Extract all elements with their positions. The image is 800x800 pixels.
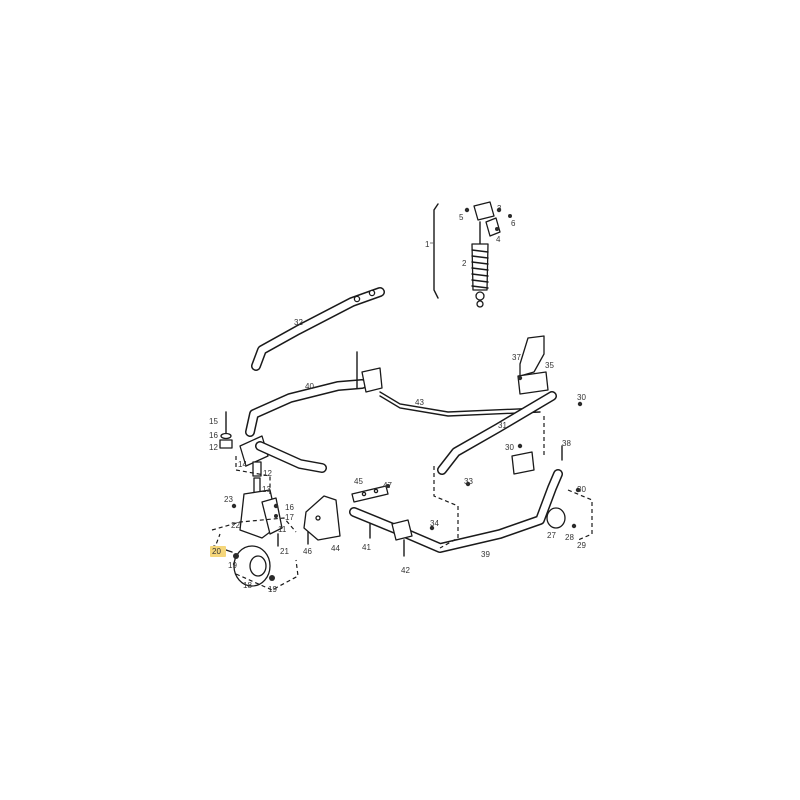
frame-clip: [391, 519, 413, 541]
nut-17: [274, 514, 278, 518]
washer-16: [220, 432, 232, 440]
callout-29: 29: [577, 541, 586, 550]
callout-37: 37: [512, 353, 521, 362]
callout-32: 32: [294, 318, 303, 327]
bracket-45: [351, 484, 390, 503]
callout-4: 4: [496, 235, 501, 244]
bushing-12: [252, 461, 262, 477]
bolt-37: [517, 375, 523, 381]
bracket-hole: [373, 488, 379, 494]
bracket-hole: [361, 491, 367, 497]
callout-44: 44: [331, 544, 340, 553]
lever-hole: [353, 295, 361, 303]
wheel-hub: [249, 555, 267, 577]
bolt-3: [496, 207, 502, 213]
bolt-23: [231, 503, 237, 509]
callout-15: 15: [209, 417, 218, 426]
wheel-nut-19: [233, 553, 239, 559]
pedal-35: [517, 335, 549, 395]
callout-30c: 30: [577, 485, 586, 494]
shaft-assembly: [219, 411, 327, 495]
lever-hole: [368, 289, 376, 297]
callout-42: 42: [401, 566, 410, 575]
callout-12b: 12: [263, 469, 272, 478]
callout-31: 31: [498, 421, 507, 430]
nut-12: [219, 439, 233, 449]
callout-38: 38: [562, 439, 571, 448]
bushing-block: [511, 451, 535, 475]
bracket-44: [303, 495, 341, 545]
callout-5: 5: [459, 213, 464, 222]
assembly-guide-lines: [211, 416, 593, 591]
callout-12a: 12: [209, 443, 218, 452]
callout-21: 21: [280, 547, 289, 556]
frame-bar-40: [245, 351, 383, 437]
clevis-part: [473, 201, 495, 221]
callout-23: 23: [224, 495, 233, 504]
bolt-5: [464, 207, 470, 213]
callout-47: 47: [383, 481, 392, 490]
callout-16a: 16: [209, 431, 218, 440]
bolt-16: [273, 503, 279, 509]
bolt-34: [429, 525, 435, 531]
callout-17: 17: [285, 513, 294, 522]
group-bracket: [433, 203, 439, 299]
spring-coils: [471, 249, 489, 289]
callout-35: 35: [545, 361, 554, 370]
callout-20: 20: [212, 547, 221, 556]
nut-4: [495, 227, 499, 231]
washer-6: [508, 214, 512, 218]
callout-41: 41: [362, 543, 371, 552]
wheel-nut-19: [269, 575, 275, 581]
bolt-33: [465, 481, 471, 487]
bolt-30: [575, 487, 581, 493]
callout-40: 40: [305, 382, 314, 391]
callout-28: 28: [565, 533, 574, 542]
callout-6: 6: [511, 219, 516, 228]
wheel-bracket: [231, 489, 283, 547]
axle-bar-31: [437, 391, 557, 475]
pedal-plate: [517, 371, 549, 395]
right-bushings: [429, 375, 583, 531]
bolt-28: [571, 523, 577, 529]
callout-19b: 19: [268, 585, 277, 594]
callout-45: 45: [354, 477, 363, 486]
bracket-hole: [315, 515, 321, 521]
callout-34: 34: [430, 519, 439, 528]
spring-assembly: [430, 201, 512, 308]
highlight-part-20: [210, 546, 226, 557]
bushing-27: [546, 507, 566, 529]
callout-39: 39: [481, 550, 490, 559]
callout-14: 14: [238, 460, 247, 469]
callout-30b: 30: [505, 443, 514, 452]
callout-2: 2: [462, 259, 467, 268]
spring-hook-lower: [476, 300, 484, 308]
callout-labels: 1 2 3 4 5 6 11 12 12 13 14 15 16 16 17 1…: [209, 204, 586, 594]
bolt-36: [577, 401, 583, 407]
frame-bracket: [361, 367, 383, 393]
callout-16b: 16: [285, 503, 294, 512]
spring-hook: [475, 291, 485, 301]
callout-11: 11: [278, 525, 287, 534]
bolt-47: [386, 484, 390, 488]
lever-bar-32: [251, 287, 385, 371]
clevis-link: [485, 217, 501, 237]
callout-22: 22: [231, 521, 240, 530]
callout-43: 43: [415, 398, 424, 407]
bolt-30: [517, 443, 523, 449]
wheel-assembly: [213, 545, 275, 587]
cross-rod-43: [379, 391, 541, 417]
callout-13: 13: [262, 485, 271, 494]
callout-27: 27: [547, 531, 556, 540]
callout-30a: 30: [577, 393, 586, 402]
callout-3: 3: [497, 204, 502, 213]
callout-19a: 19: [228, 561, 237, 570]
callout-33: 33: [464, 477, 473, 486]
lower-frame-39: [349, 469, 563, 557]
callout-46: 46: [303, 547, 312, 556]
callout-1: 1: [425, 240, 430, 249]
callout-18: 18: [243, 581, 252, 590]
